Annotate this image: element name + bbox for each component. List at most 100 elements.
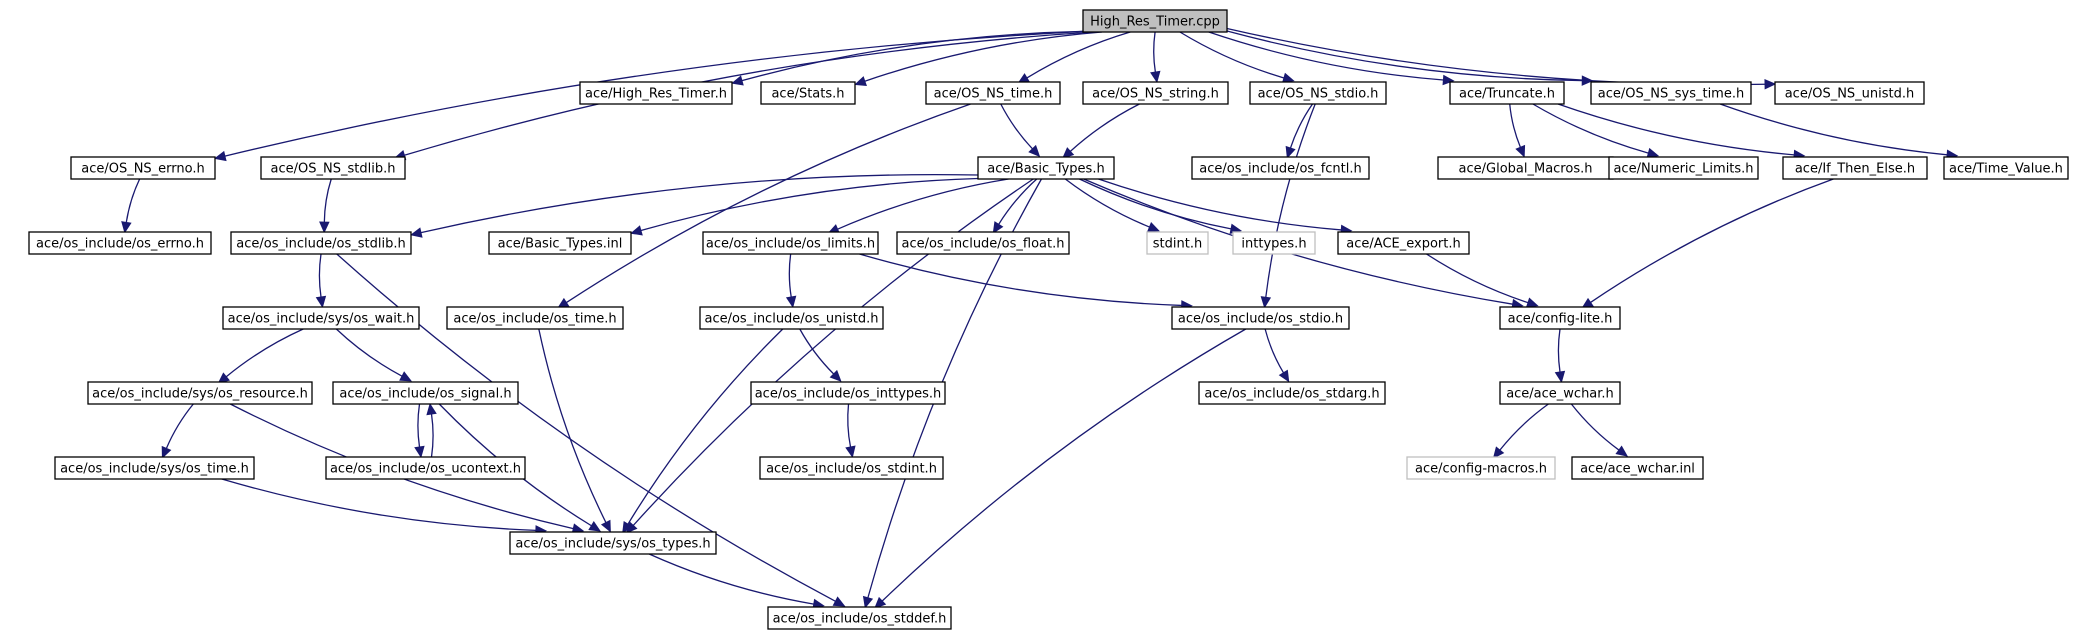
node-ace-os-include-os-time-h[interactable]: ace/os_include/os_time.h: [446, 306, 624, 330]
node-ace-numeric-limits-h[interactable]: ace/Numeric_Limits.h: [1608, 156, 1759, 180]
edge-arrowhead: [1028, 144, 1041, 157]
node-ace-os-include-os-fcntl-h[interactable]: ace/os_include/os_fcntl.h: [1191, 156, 1370, 180]
node-box: [1249, 81, 1387, 105]
node-ace-os-include-sys-os-time-h[interactable]: ace/os_include/sys/os_time.h: [54, 456, 255, 480]
node-ace-ace-wchar-inl[interactable]: ace/ace_wchar.inl: [1571, 456, 1704, 480]
edge-arrowhead: [1615, 445, 1629, 457]
node-box: [1146, 231, 1209, 255]
node-ace-os-include-sys-os-types-h[interactable]: ace/os_include/sys/os_types.h: [509, 531, 717, 555]
node-ace-os-include-os-signal-h[interactable]: ace/os_include/os_signal.h: [332, 381, 519, 405]
edge-line: [1064, 178, 1150, 228]
node-box: [1608, 156, 1759, 180]
node-ace-ace-export-h[interactable]: ace/ACE_export.h: [1337, 231, 1470, 255]
node-ace-os-include-os-stdint-h[interactable]: ace/os_include/os_stdint.h: [759, 456, 944, 480]
edge-line: [640, 177, 979, 232]
edge-line: [627, 328, 784, 525]
edge-arrowhead: [1764, 78, 1777, 90]
edge-arrowhead: [1554, 370, 1566, 384]
edge-line: [1098, 178, 1342, 231]
edge-arrowhead: [1285, 145, 1296, 159]
edge-line: [335, 328, 403, 377]
node-ace-os-include-sys-os-wait-h[interactable]: ace/os_include/sys/os_wait.h: [222, 306, 420, 330]
edge-arrowhead: [319, 221, 330, 234]
edge-arrowhead: [1147, 221, 1160, 232]
node-ace-global-macros-h[interactable]: ace/Global_Macros.h: [1437, 156, 1614, 180]
node-ace-os-include-os-inttypes-h[interactable]: ace/os_include/os_inttypes.h: [750, 381, 946, 405]
node-ace-os-include-os-unistd-h[interactable]: ace/os_include/os_unistd.h: [699, 306, 884, 330]
edge-if_then_else-to-config_lite: [1581, 178, 1834, 309]
edge-line: [799, 328, 835, 375]
edge-os_limits-to-os_unistd: [785, 253, 797, 309]
node-label: ace/os_include/os_errno.h: [36, 237, 204, 252]
edge-sys_os_resource-to-sys_os_time: [161, 403, 194, 459]
node-ace-ace-wchar-h[interactable]: ace/ace_wchar.h: [1499, 381, 1621, 405]
node-high-res-timer-cpp[interactable]: High_Res_Timer.cpp: [1082, 9, 1228, 33]
edge-arrowhead: [213, 150, 227, 162]
node-box: [509, 531, 717, 555]
node-box: [325, 456, 526, 480]
node-label: inttypes.h: [1241, 237, 1306, 252]
edge-config_lite-to-ace_wchar: [1554, 328, 1566, 384]
edge-line: [837, 178, 1009, 230]
edge-ace_wchar-to-ace_wchar_inl: [1570, 403, 1629, 457]
node-ace-os-include-os-stdarg-h[interactable]: ace/os_include/os_stdarg.h: [1198, 381, 1386, 405]
node-box: [1337, 231, 1470, 255]
node-label: ace/OS_NS_unistd.h: [1785, 87, 1915, 102]
edge-root-to-ns_unistd: [1226, 27, 1777, 90]
edge-arrowhead: [874, 596, 887, 609]
edge-line: [1026, 31, 1131, 79]
edge-line: [566, 103, 971, 304]
edge-root-to-truncate: [1208, 31, 1455, 86]
node-ace-if-then-else-h[interactable]: ace/If_Then_Else.h: [1782, 156, 1928, 180]
node-label: ace/ACE_export.h: [1346, 237, 1460, 252]
node-ace-os-ns-stdio-h[interactable]: ace/OS_NS_stdio.h: [1249, 81, 1387, 105]
edge-line: [859, 253, 1182, 307]
node-ace-os-ns-time-h[interactable]: ace/OS_NS_time.h: [925, 81, 1061, 105]
edge-line: [1179, 31, 1285, 79]
edge-os_unistd-to-sys_os_types: [622, 328, 784, 534]
node-label: ace/os_include/sys/os_wait.h: [228, 312, 415, 327]
node-ace-time-value-h[interactable]: ace/Time_Value.h: [1943, 156, 2069, 180]
node-box: [759, 456, 944, 480]
node-ace-os-include-os-ucontext-h[interactable]: ace/os_include/os_ucontext.h: [325, 456, 526, 480]
node-ace-os-ns-stdlib-h[interactable]: ace/OS_NS_stdlib.h: [260, 156, 406, 180]
node-ace-os-ns-string-h[interactable]: ace/OS_NS_string.h: [1082, 81, 1229, 105]
edge-line: [417, 403, 421, 448]
node-ace-high-res-timer-h[interactable]: ace/High_Res_Timer.h: [579, 81, 733, 105]
node-box: [767, 606, 952, 630]
edge-ns_string-to-basic_types: [1061, 103, 1140, 159]
edge-line: [881, 328, 1247, 602]
edge-line: [1289, 103, 1314, 149]
node-ace-os-include-os-float-h[interactable]: ace/os_include/os_float.h: [896, 231, 1070, 255]
node-label: ace/ace_wchar.inl: [1580, 462, 1695, 477]
node-label: ace/Stats.h: [771, 87, 844, 102]
node-ace-os-include-os-stdlib-h[interactable]: ace/os_include/os_stdlib.h: [230, 231, 412, 255]
node-ace-os-include-os-limits-h[interactable]: ace/os_include/os_limits.h: [702, 231, 879, 255]
node-ace-os-ns-errno-h[interactable]: ace/OS_NS_errno.h: [70, 156, 216, 180]
node-label: ace/OS_NS_string.h: [1092, 87, 1219, 102]
edge-line: [998, 178, 1038, 225]
edge-truncate-to-if_then_else: [1557, 103, 1806, 161]
edge-ns_time-to-basic_types: [1000, 103, 1041, 157]
node-ace-stats-h[interactable]: ace/Stats.h: [760, 81, 856, 105]
edge-arrowhead: [121, 221, 132, 234]
edge-line: [420, 173, 979, 234]
node-ace-basic-types-inl[interactable]: ace/Basic_Types.inl: [488, 231, 632, 255]
edge-line: [1153, 31, 1156, 73]
edge-line: [1264, 328, 1285, 374]
edge-truncate-to-numeric_limits: [1532, 103, 1660, 159]
node-box: [896, 231, 1070, 255]
node-ace-os-include-os-errno-h[interactable]: ace/os_include/os_errno.h: [28, 231, 212, 255]
node-ace-os-include-os-stddef-h[interactable]: ace/os_include/os_stddef.h: [767, 606, 952, 630]
node-box: [760, 81, 856, 105]
node-box: [1191, 156, 1370, 180]
edge-root-to-stats_h: [854, 31, 1103, 87]
node-ace-truncate-h[interactable]: ace/Truncate.h: [1449, 81, 1565, 105]
node-ace-os-ns-sys-time-h[interactable]: ace/OS_NS_sys_time.h: [1590, 81, 1752, 105]
node-ace-basic-types-h[interactable]: ace/Basic_Types.h: [977, 156, 1115, 180]
node-ace-os-ns-unistd-h[interactable]: ace/OS_NS_unistd.h: [1774, 81, 1925, 105]
node-ace-config-lite-h[interactable]: ace/config-lite.h: [1499, 306, 1621, 330]
node-ace-os-include-os-stdio-h[interactable]: ace/os_include/os_stdio.h: [1171, 306, 1350, 330]
node-ace-os-include-sys-os-resource-h[interactable]: ace/os_include/sys/os_resource.h: [87, 381, 313, 405]
node-label: ace/Basic_Types.h: [987, 162, 1104, 177]
